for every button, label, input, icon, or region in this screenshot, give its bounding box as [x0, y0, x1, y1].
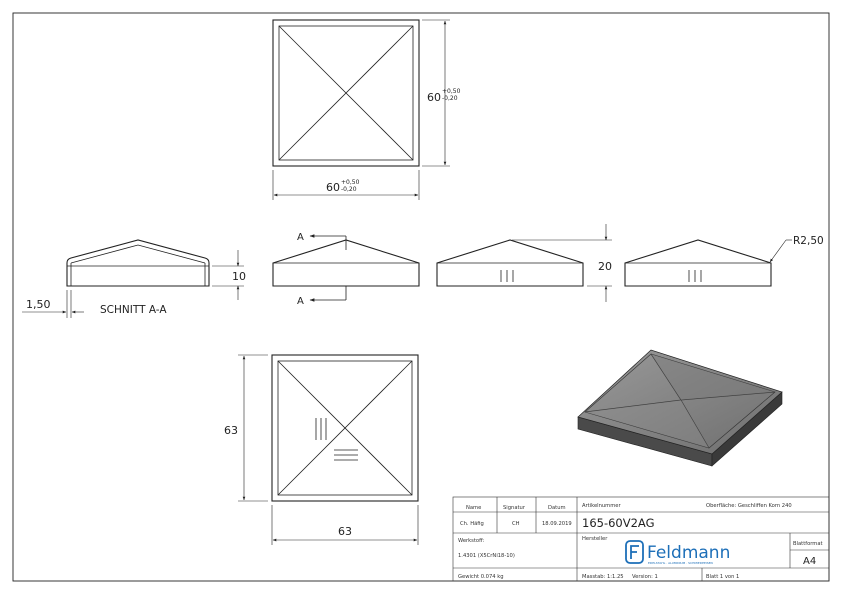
tb-hersteller-label: Hersteller: [582, 536, 608, 542]
tb-artikel-label: Artikelnummer: [582, 503, 621, 509]
dim-bottom-height: 63: [224, 424, 238, 437]
dim-top-height-tol-minus: -0,20: [442, 95, 458, 102]
top-view: [272, 19, 450, 200]
tb-blattformat-label: Blattformat: [793, 541, 823, 547]
tb-werkstoff-value: 1.4301 (X5CrNi18-10): [458, 553, 515, 559]
tb-col-datum: Datum: [548, 505, 566, 511]
tb-blatt: Blatt 1 von 1: [706, 574, 739, 580]
tb-blattformat-value: A4: [803, 556, 816, 567]
section-marker-top: A: [297, 232, 304, 243]
tb-brand: Feldmann: [647, 543, 730, 563]
isometric-view: [577, 349, 783, 467]
tb-col-signatur: Signatur: [503, 505, 526, 511]
tb-version: Version: 1: [632, 574, 658, 580]
tb-brand-tagline: EDELSTAHL · ALUMINIUM · SCHMIEDEEISEN: [648, 561, 713, 565]
tb-name-value: Ch. Häfig: [460, 521, 484, 527]
section-marker-bottom: A: [297, 296, 304, 307]
feldmann-logo-icon: [625, 540, 644, 564]
tb-massstab: Masstab: 1:1.25: [582, 574, 624, 580]
dim-top-height-tol-plus: +0,50: [442, 88, 461, 95]
side-view-radius: [624, 239, 792, 287]
dim-top-width-tol-plus: +0,50: [341, 179, 360, 186]
dim-height-20: 20: [598, 260, 612, 273]
tb-oberflaeche: Oberfläche: Geschliffen Korn 240: [706, 503, 792, 509]
front-view: [272, 234, 420, 302]
title-block: [452, 496, 830, 582]
side-view: [436, 224, 612, 302]
tb-werkstoff-label: Werkstoff:: [458, 538, 485, 544]
dim-top-height: 60: [427, 91, 441, 104]
section-view: [22, 239, 244, 318]
dim-rim-1-50: 1,50: [26, 298, 51, 311]
dim-top-width: 60: [326, 181, 340, 194]
tb-gewicht: Gewicht 0.074 kg: [458, 574, 504, 580]
dim-height-10: 10: [232, 270, 246, 283]
dim-bottom-width: 63: [338, 525, 352, 538]
tb-col-name: Name: [466, 505, 481, 511]
bottom-view: [238, 354, 419, 545]
sheet-border: [12, 12, 830, 582]
section-label: SCHNITT A-A: [100, 304, 167, 316]
dim-radius: R2,50: [793, 235, 824, 247]
tb-artikel-value: 165-60V2AG: [582, 516, 655, 530]
tb-datum-value: 18.09.2019: [542, 521, 572, 527]
tb-signatur-value: CH: [512, 521, 520, 527]
dim-top-width-tol-minus: -0,20: [341, 186, 357, 193]
